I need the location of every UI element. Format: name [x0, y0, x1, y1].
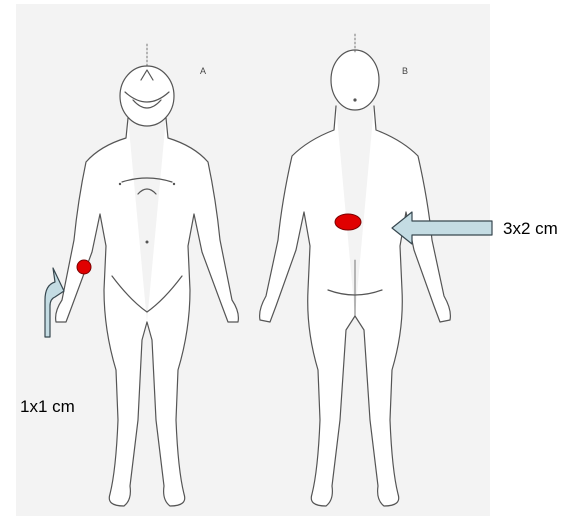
back-lesion-marker	[335, 214, 361, 230]
forearm-lesion-size-label: 1x1 cm	[20, 397, 75, 417]
figure-letter-back: B	[402, 66, 408, 76]
back-lesion-size-label: 3x2 cm	[503, 219, 558, 239]
forearm-lesion-marker	[77, 260, 91, 274]
figure-letter-front: A	[200, 66, 206, 76]
